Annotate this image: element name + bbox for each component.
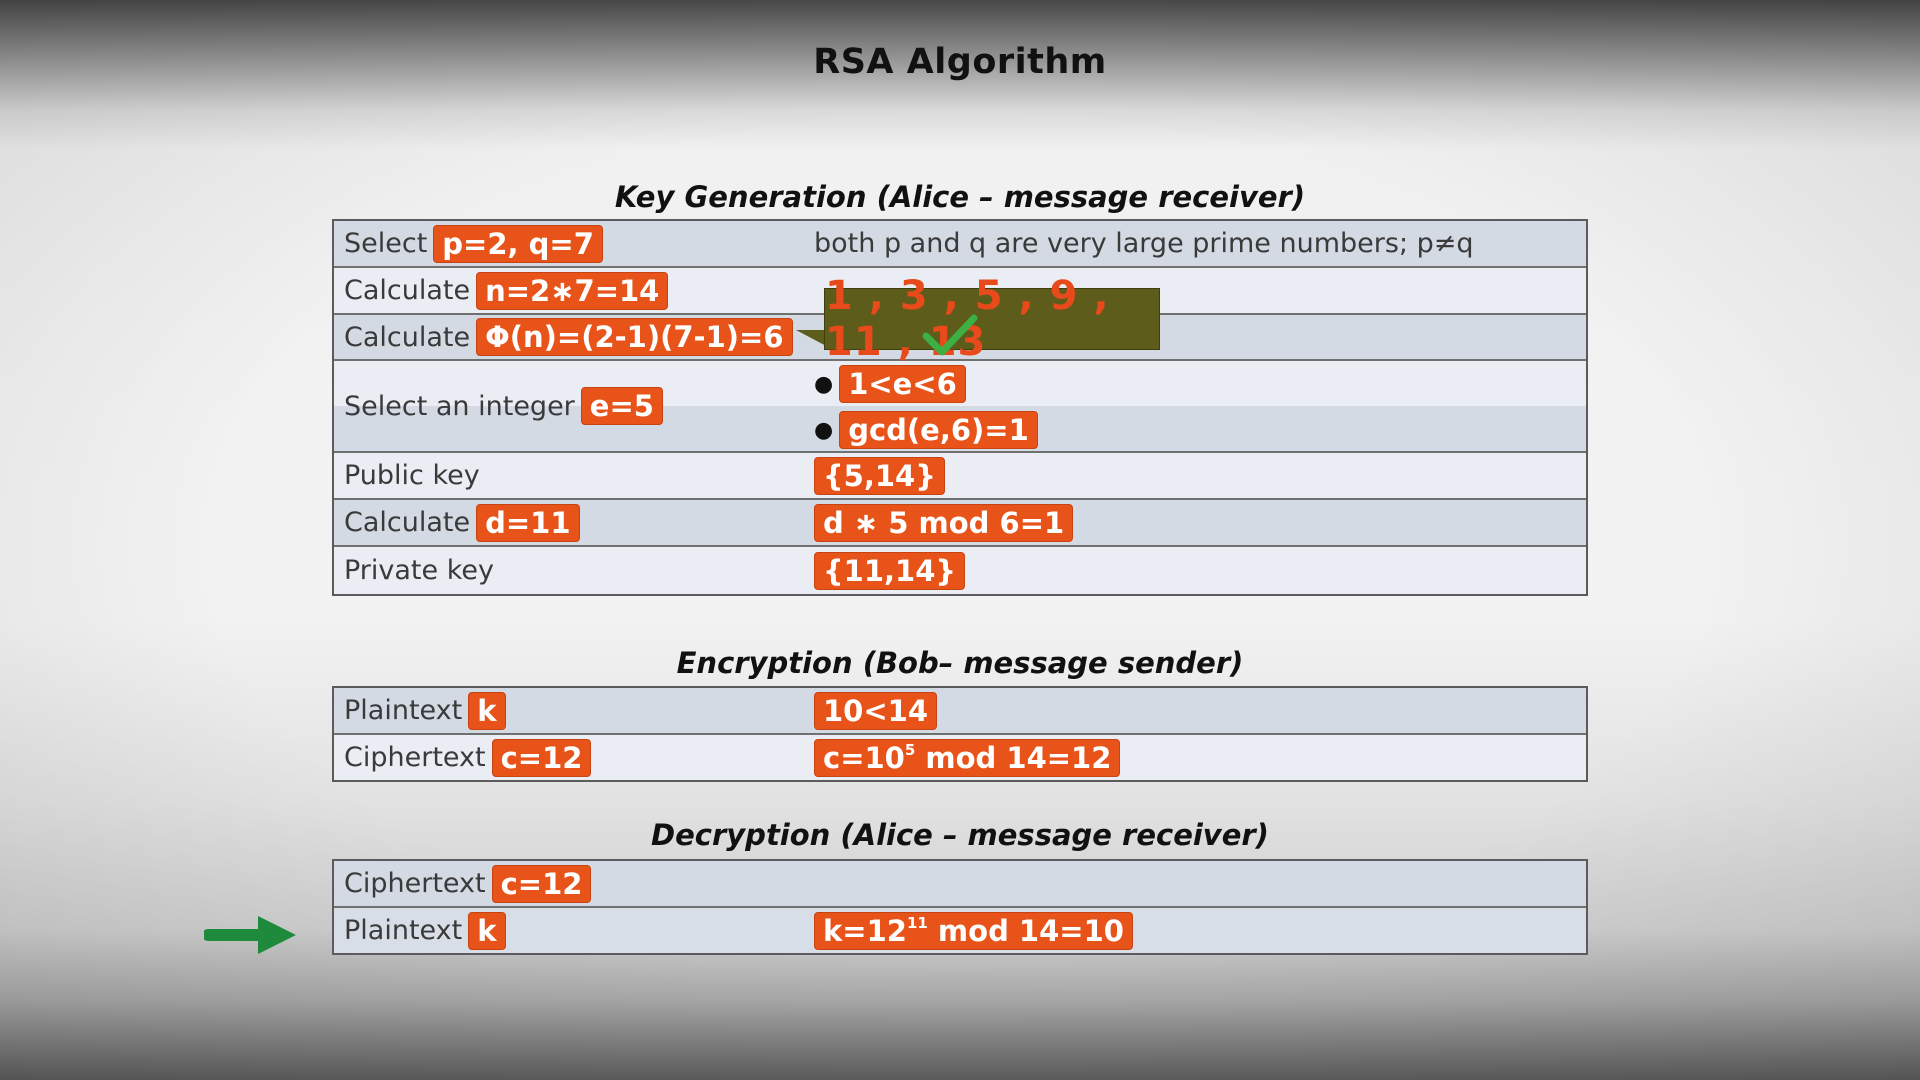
row-label: Calculate <box>344 275 471 306</box>
value-tag: e=5 <box>580 387 663 425</box>
row-label: Calculate <box>344 507 471 538</box>
key-generation-heading: Key Generation (Alice – message receiver… <box>614 180 1306 214</box>
row-label: Plaintext <box>344 915 463 946</box>
formula-tag: c=105 mod 14=12 <box>814 738 1121 777</box>
encryption-heading: Encryption (Bob– message sender) <box>676 646 1244 680</box>
value-tag: p=2, q=7 <box>433 224 603 263</box>
formula-tag: k=1211 mod 14=10 <box>814 911 1133 950</box>
table-row: Public key {5,14} <box>334 453 1586 500</box>
value-tag: d=11 <box>476 503 580 542</box>
value-tag: {11,14} <box>814 551 966 590</box>
table-row: Ciphertext c=12 c=105 mod 14=12 <box>334 735 1586 780</box>
condition-tag: 1<e<6 <box>839 365 966 403</box>
row-label: Plaintext <box>344 695 463 726</box>
bullet-icon: ● <box>814 371 834 397</box>
check-icon <box>922 314 978 356</box>
table-row: Calculate n=2∗7=14 <box>334 268 1586 315</box>
table-row: Private key {11,14} <box>334 547 1586 594</box>
row-label: Select <box>344 228 428 259</box>
row-note: both p and q are very large prime number… <box>814 228 1474 259</box>
table-row: Plaintext k 10<14 <box>334 688 1586 735</box>
callout-tail <box>796 330 830 348</box>
table-row: Select an integer e=5 ● 1<e<6 ● gcd(e,6)… <box>334 361 1586 453</box>
value-tag: {5,14} <box>814 456 945 495</box>
coprime-callout: 1 , 3 , 5 , 9 , 11 , 13 <box>824 273 1160 365</box>
row-label: Ciphertext <box>344 742 486 773</box>
decryption-table: Ciphertext c=12 Plaintext k k=1211 mod 1… <box>332 859 1588 955</box>
page-title: RSA Algorithm <box>813 42 1107 82</box>
row-label: Private key <box>344 555 494 586</box>
decryption-heading: Decryption (Alice – message receiver) <box>651 818 1269 852</box>
arrow-right-icon <box>204 916 296 954</box>
table-row: Calculate d=11 d ∗ 5 mod 6=1 <box>334 500 1586 547</box>
row-label: Public key <box>344 460 480 491</box>
value-tag: k <box>468 691 506 730</box>
condition-tag: gcd(e,6)=1 <box>839 411 1038 449</box>
row-label: Select an integer <box>344 390 575 422</box>
value-tag: c=12 <box>491 738 592 777</box>
row-label: Calculate <box>344 321 471 353</box>
bullet-icon: ● <box>814 417 834 443</box>
row-label: Ciphertext <box>344 868 486 899</box>
value-tag: c=12 <box>491 864 592 903</box>
value-tag: 10<14 <box>814 691 938 730</box>
table-row: Plaintext k k=1211 mod 14=10 <box>334 908 1586 953</box>
value-tag: d ∗ 5 mod 6=1 <box>814 503 1074 542</box>
value-tag: n=2∗7=14 <box>476 271 669 310</box>
value-tag: Φ(n)=(2-1)(7-1)=6 <box>476 318 793 356</box>
table-row: Ciphertext c=12 <box>334 861 1586 908</box>
encryption-table: Plaintext k 10<14 Ciphertext c=12 c=105 … <box>332 686 1588 782</box>
value-tag: k <box>468 911 506 950</box>
table-row: Select p=2, q=7 both p and q are very la… <box>334 221 1586 268</box>
